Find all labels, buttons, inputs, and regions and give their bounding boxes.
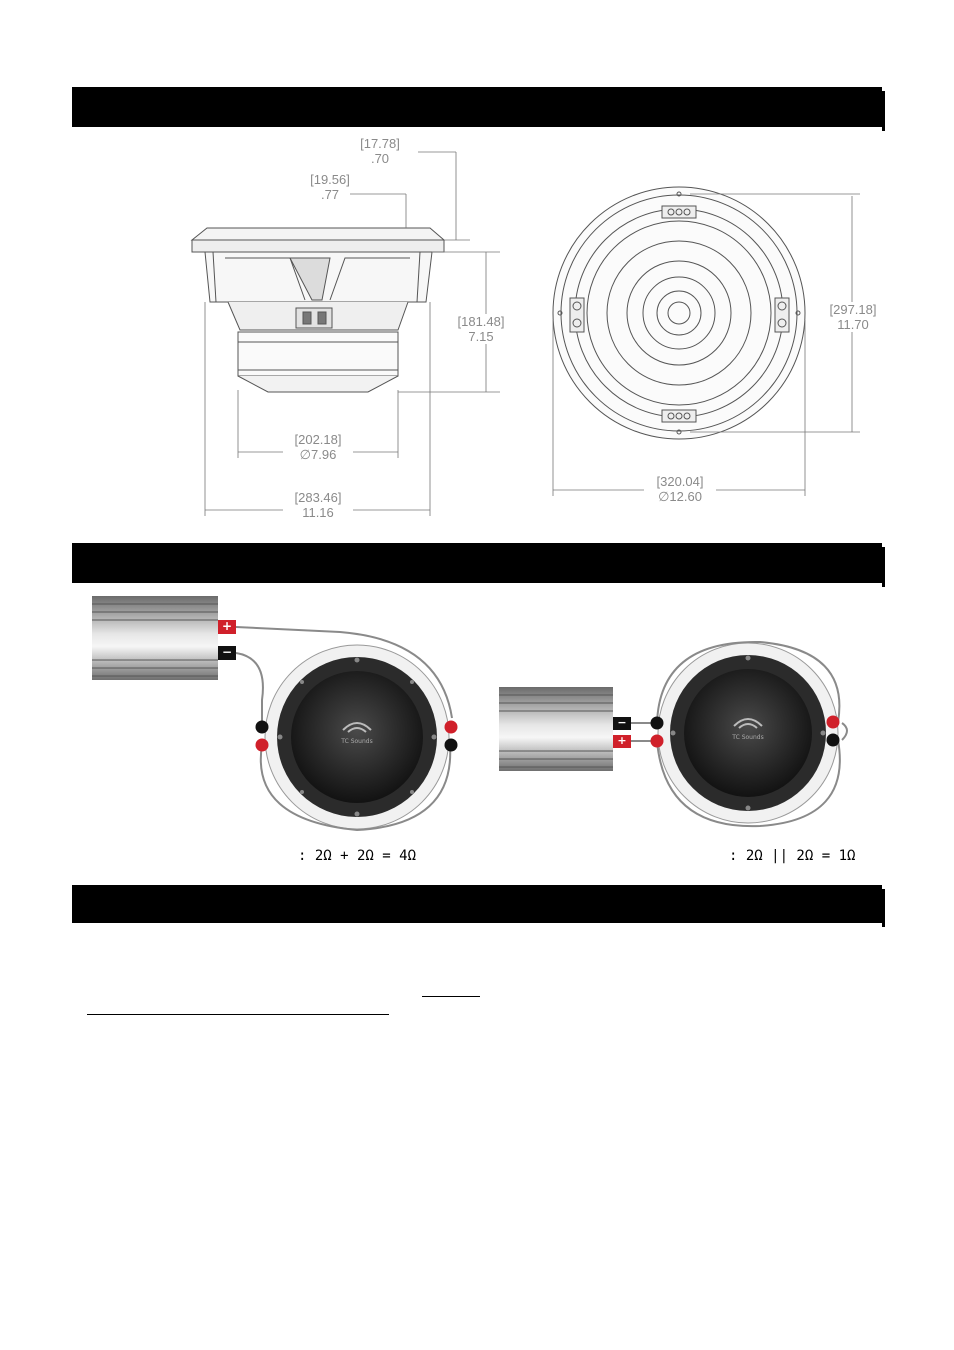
dim-surround-offset: [17.78].70 [360, 136, 400, 166]
mounting-underline-long [87, 1014, 389, 1015]
dim-flange-thickness: [19.56].77 [310, 172, 350, 202]
mounting-header-bar [72, 885, 885, 927]
parallel-speaker-logo: TC Sounds [732, 734, 764, 741]
parallel-speaker [657, 642, 839, 824]
series-speaker-logo: TC Sounds [341, 738, 373, 745]
series-amplifier [92, 596, 236, 680]
dim-magnet-diameter: [202.18]∅7.96 [283, 432, 353, 462]
parallel-amplifier [499, 687, 631, 771]
dimensions-header-bar [72, 87, 885, 131]
parallel-amp-plus-terminal: + [617, 734, 627, 747]
side-view-drawing [190, 151, 500, 516]
dim-mounting-depth: [181.48]7.15 [448, 314, 514, 344]
wiring-header-bar [72, 543, 885, 587]
series-impedance-equation: : 2Ω + 2Ω = 4Ω [298, 848, 417, 864]
dim-outer-diameter: [320.04]∅12.60 [644, 474, 716, 504]
mounting-underline-short [422, 996, 480, 997]
parallel-amp-minus-terminal: − [617, 716, 627, 729]
wiring-diagrams [92, 596, 848, 832]
series-speaker [264, 644, 450, 830]
parallel-impedance-equation: : 2Ω || 2Ω = 1Ω [729, 848, 856, 864]
series-amp-plus-terminal: + [221, 619, 233, 633]
dim-frame-width: [283.46]11.16 [283, 490, 353, 520]
series-amp-minus-terminal: − [221, 645, 233, 659]
dim-cutout-diameter: [297.18]11.70 [820, 302, 886, 332]
